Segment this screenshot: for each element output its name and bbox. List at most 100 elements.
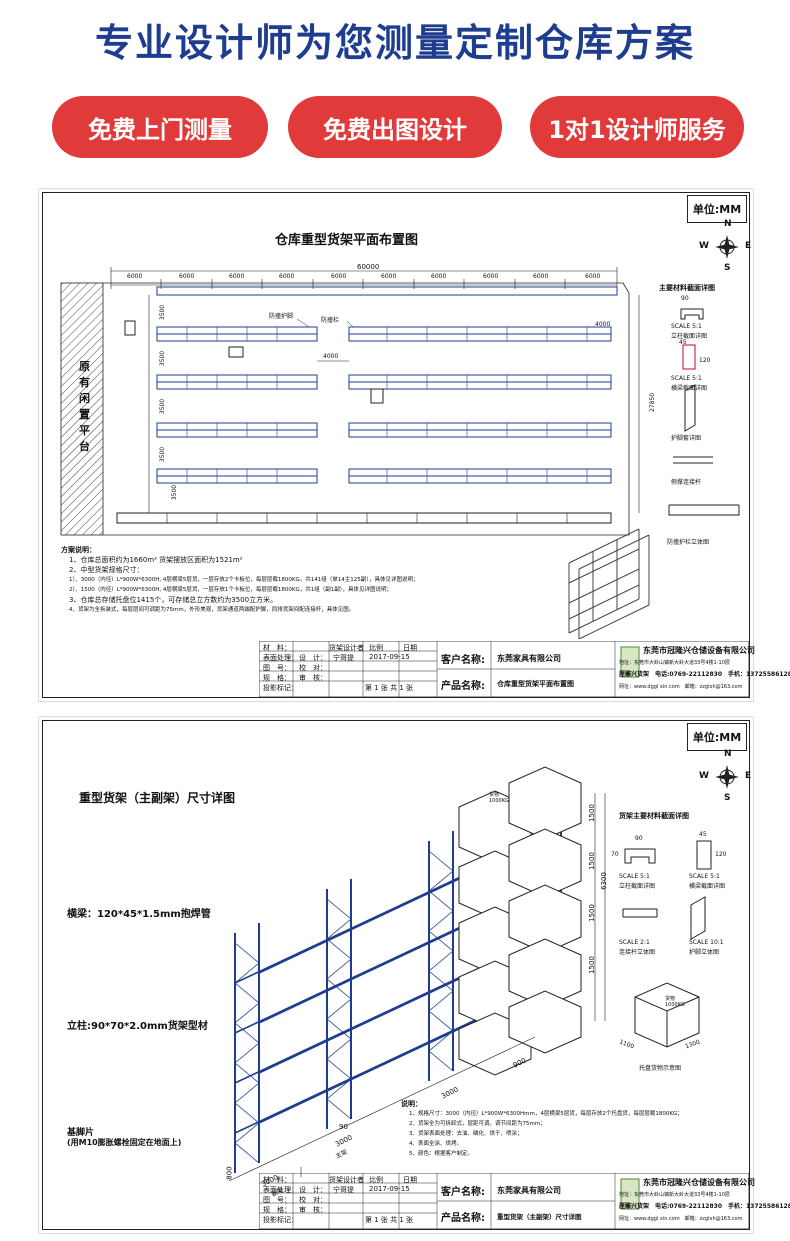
pallet-title: 托盘货物示意图 <box>639 1065 682 1072</box>
tb2-material: 材 料： <box>263 1176 291 1184</box>
row-spacing-1: 3500 <box>159 304 167 321</box>
note-3: 3、仓库总存储托盘位1415个，可存储总立方数约为3500立方米。 <box>69 596 278 604</box>
free-measure-button[interactable]: 免费上门测量 <box>52 96 268 158</box>
tb-designer-name: 宁哥提 <box>333 654 354 662</box>
drawing-frame-2 <box>42 720 750 1230</box>
notes-heading-2: 说明： <box>401 1100 422 1108</box>
beam-section-label: 横梁截面详图 <box>671 385 708 392</box>
compass-n-2: N <box>724 749 732 759</box>
drawing-frame <box>42 192 750 698</box>
segment-dim-1: 6000 <box>127 273 143 280</box>
compass-s: S <box>724 263 731 273</box>
compass-n: N <box>724 219 732 229</box>
page-title: 专业设计师为您测量定制仓库方案 <box>94 21 695 65</box>
unit-label-2: 单位:MM <box>687 723 747 751</box>
detail-45: 45 <box>679 339 687 346</box>
detail-120: 120 <box>699 357 711 364</box>
tb2-designer: 货架设计者 <box>329 1176 364 1184</box>
guard-section-label: 护脚立体图 <box>689 949 720 956</box>
tb2-date: 日期 <box>403 1176 417 1184</box>
height-4: 1500 <box>587 956 596 974</box>
floor-plan-drawing <box>60 267 640 536</box>
tb-sheet: 第 1 张 共 1 张 <box>365 684 414 692</box>
designer-service-button[interactable]: 1对1设计师服务 <box>530 96 744 158</box>
tb-projection: 投影标记： <box>263 684 298 692</box>
segment-dim-7: 6000 <box>431 273 447 280</box>
note2-1: 1、规格尺寸：3000（内径）L*900W*6300Hmm，4层横梁5层货，每层… <box>409 1111 683 1117</box>
customer-name: 东莞家具有限公司 <box>497 654 561 663</box>
upright-section-label: 立柱截面详图 <box>671 333 708 340</box>
rod-section-label: 连接杆立体图 <box>619 949 656 956</box>
note-4: 4、货架为全拆装式，每层层间可调距为75mm，外形美观，货架通道两端配护脚，同排… <box>69 607 355 613</box>
pallet-cargo-label: 货物 1000KG <box>665 996 685 1008</box>
detail-scale-1: SCALE 5:1 <box>671 323 702 330</box>
compass-e: E <box>745 241 752 251</box>
scale-a: SCALE 5:1 <box>619 873 650 880</box>
tb2-review: 审 核： <box>299 1206 327 1214</box>
rack-detail-title: 重型货架（主副架）尺寸详图 <box>79 791 236 805</box>
beam-section-label-2: 横梁截面详图 <box>689 883 726 890</box>
section-90: 90 <box>635 835 643 842</box>
free-design-button[interactable]: 免费出图设计 <box>288 96 502 158</box>
unit-label: 单位:MM <box>687 195 747 223</box>
row-spacing-3: 3500 <box>159 398 167 415</box>
tb-design: 设 计： <box>299 654 327 662</box>
product-label-2: 产品名称: <box>441 1213 485 1224</box>
detail-90: 90 <box>681 295 689 302</box>
plan-title: 仓库重型货架平面布置图 <box>275 233 419 248</box>
compass-w-2: W <box>699 771 709 781</box>
customer-name-2: 东莞家具有限公司 <box>497 1186 561 1195</box>
tb-review: 审 核： <box>299 674 327 682</box>
height-2: 1500 <box>587 852 596 870</box>
upright-callout: 立柱:90*70*2.0mm货架型材 <box>67 1021 208 1032</box>
note-1: 1、仓库总面积约为1660m² 货架摆放区面积为1521m² <box>69 556 243 564</box>
notes-heading: 方案说明： <box>61 546 96 554</box>
dim-4000-aisle: 4000 <box>323 353 339 360</box>
rod-detail-label: 侧撑连接杆 <box>671 479 702 486</box>
detail-drawings <box>668 308 740 516</box>
note2-4: 4、表面全涂、烘烤。 <box>409 1141 462 1147</box>
beam-callout: 横梁：120*45*1.5mm抱焊管 <box>67 909 211 920</box>
row-spacing-5: 3500 <box>171 484 179 501</box>
dim-90: 90 <box>339 1123 348 1131</box>
segment-dim-10: 6000 <box>585 273 601 280</box>
segment-dim-8: 6000 <box>483 273 499 280</box>
foot-callout: 基脚片 <box>67 1128 95 1138</box>
note-2b: 2）、1500（内径）L*900W*6300H, 4层横梁5层货，一层存放1个卡… <box>69 587 392 593</box>
tb2-spec: 规 格： <box>263 1206 291 1214</box>
compass-e-2: E <box>745 771 752 781</box>
rail-detail-label: 防撞护栏立体图 <box>667 539 710 546</box>
product-label: 产品名称: <box>441 681 485 692</box>
height-1: 1500 <box>587 804 596 822</box>
foot-subcallout: (用M10膨胀螺栓固定在地面上) <box>67 1138 182 1147</box>
total-length-dim: 60000 <box>357 263 380 271</box>
tb-scale: 比例 <box>369 644 383 652</box>
segment-dim-9: 6000 <box>533 273 549 280</box>
floor-plan-sheet: 单位:MM N S W E 仓库重型货架平面布置图 <box>38 188 790 702</box>
dim-800: 800 <box>225 1166 234 1180</box>
note2-3: 3、货架表面处理：去油、磷化、烘干、喷涂； <box>409 1131 523 1137</box>
tb2-surface: 表面处理： <box>263 1186 298 1194</box>
company-contact-2: 厘雕兴货架 电话:0769-22112830 手机：13725586128 <box>619 1203 790 1210</box>
tb2-date-value: 2017-09-15 <box>369 1185 410 1193</box>
tb2-projection: 投影标记： <box>263 1216 298 1224</box>
company-name-2: 东莞市冠隆兴仓储设备有限公司 <box>643 1178 755 1187</box>
compass-icon <box>715 235 739 259</box>
note-2: 2、中型货架规格尺寸： <box>69 566 144 574</box>
rack-3d-drawing <box>228 766 606 1182</box>
tb-date: 日期 <box>403 644 417 652</box>
compass-icon-2 <box>715 765 739 789</box>
detail-title: 主要材料截面详图 <box>659 284 715 292</box>
company-address: 地址：东莞市大岭山镇新大岭大道33号4楼1-10层 <box>619 660 730 666</box>
company-address-2: 地址：东莞市大岭山镇新大岭大道33号4楼1-10层 <box>619 1192 730 1198</box>
tb2-designer-name: 宁哥提 <box>333 1186 354 1194</box>
product-name: 仓库重型货架平面布置图 <box>497 680 574 688</box>
company-web-2: 网址：www.dggl xin.com 邮箱：zzglxh@163.com <box>619 1216 743 1222</box>
scale-b: SCALE 5:1 <box>689 873 720 880</box>
compass-w: W <box>699 241 709 251</box>
tb2-design: 设 计： <box>299 1186 327 1194</box>
platform-label: 原有闲置平台 <box>79 360 90 453</box>
customer-label: 客户名称: <box>441 655 485 666</box>
segment-dim-6: 6000 <box>381 273 397 280</box>
segment-dim-5: 6000 <box>331 273 347 280</box>
